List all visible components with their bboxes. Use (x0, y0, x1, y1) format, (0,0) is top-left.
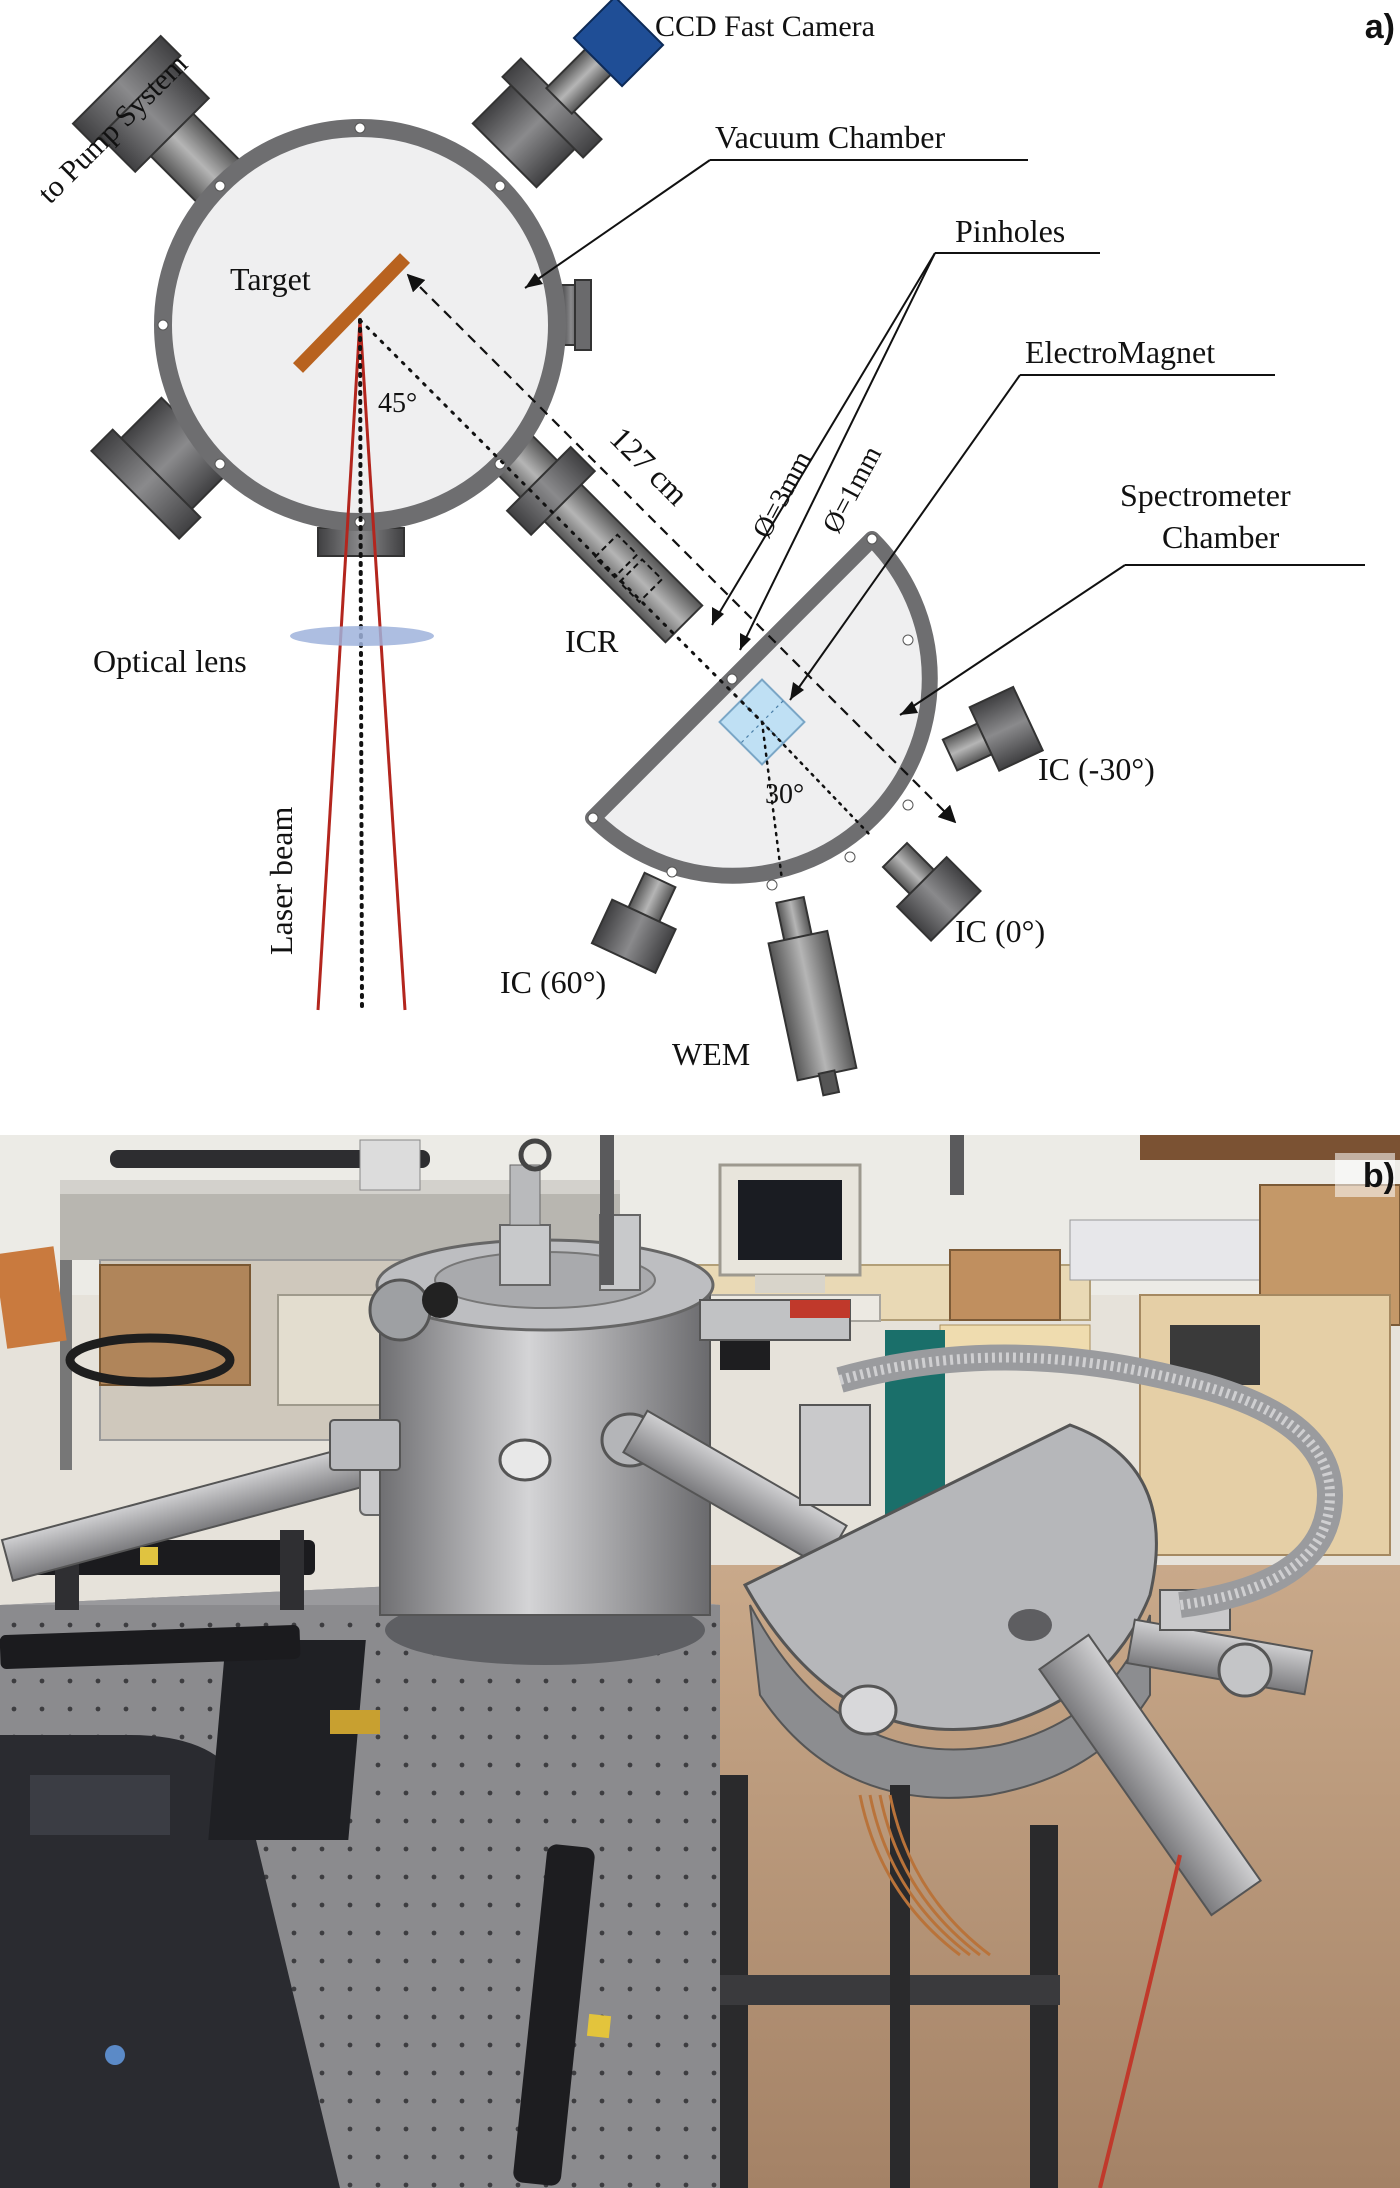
laser-beam (316, 319, 407, 1011)
vacuum-chamber-label: Vacuum Chamber (715, 119, 946, 155)
pinhole-1mm-label: Ø=1mm (817, 441, 888, 538)
wem-port (767, 895, 858, 1097)
ic-minus30-label: IC (-30°) (1038, 751, 1155, 787)
spectrometer-label-line2: Chamber (1162, 519, 1280, 555)
leader-arrowheads (525, 273, 918, 715)
optical-lens-icon (290, 626, 434, 646)
wem-label: WEM (672, 1036, 750, 1072)
distance-arrow (406, 273, 957, 824)
ic-minus30-port (941, 685, 1045, 772)
ccd-camera-label: CCD Fast Camera (655, 10, 875, 43)
beam-axis (358, 318, 364, 1012)
spectrometer-label-line1: Spectrometer (1120, 477, 1291, 513)
ic-0-label: IC (0°) (955, 913, 1045, 949)
ic-0-port (881, 841, 982, 942)
panel-b-label: b) (1363, 1157, 1395, 1195)
ic-60-port (590, 871, 677, 975)
ic-60-axis (760, 720, 784, 882)
distance-label: 127 cm (603, 419, 696, 512)
target-foil (292, 253, 411, 373)
pinholes-label: Pinholes (955, 213, 1065, 249)
bottom-window (317, 527, 405, 557)
panel-a-label: a) (1365, 8, 1395, 46)
pinhole-3mm-label: Ø=3mm (747, 446, 818, 543)
laboratory-photo: b) (0, 1135, 1400, 2188)
camera-port (471, 0, 665, 189)
lower-left-port (90, 396, 234, 540)
angle-45-label: 45° (378, 388, 417, 419)
setup-schematic: a) to Pump System CCD Fast Camera Vacuum… (32, 0, 1395, 1097)
leader-lines (524, 159, 1365, 716)
angle-30-label: 30° (765, 779, 804, 810)
laser-beam-label: Laser beam (263, 807, 299, 955)
optical-lens-label: Optical lens (93, 643, 247, 679)
target-label: Target (230, 261, 311, 297)
ic-0-axis (760, 720, 872, 837)
electromagnet-label: ElectroMagnet (1025, 334, 1215, 370)
ccd-camera-icon (572, 0, 665, 88)
ic-60-label: IC (60°) (500, 964, 606, 1000)
icr-label: ICR (565, 623, 619, 659)
